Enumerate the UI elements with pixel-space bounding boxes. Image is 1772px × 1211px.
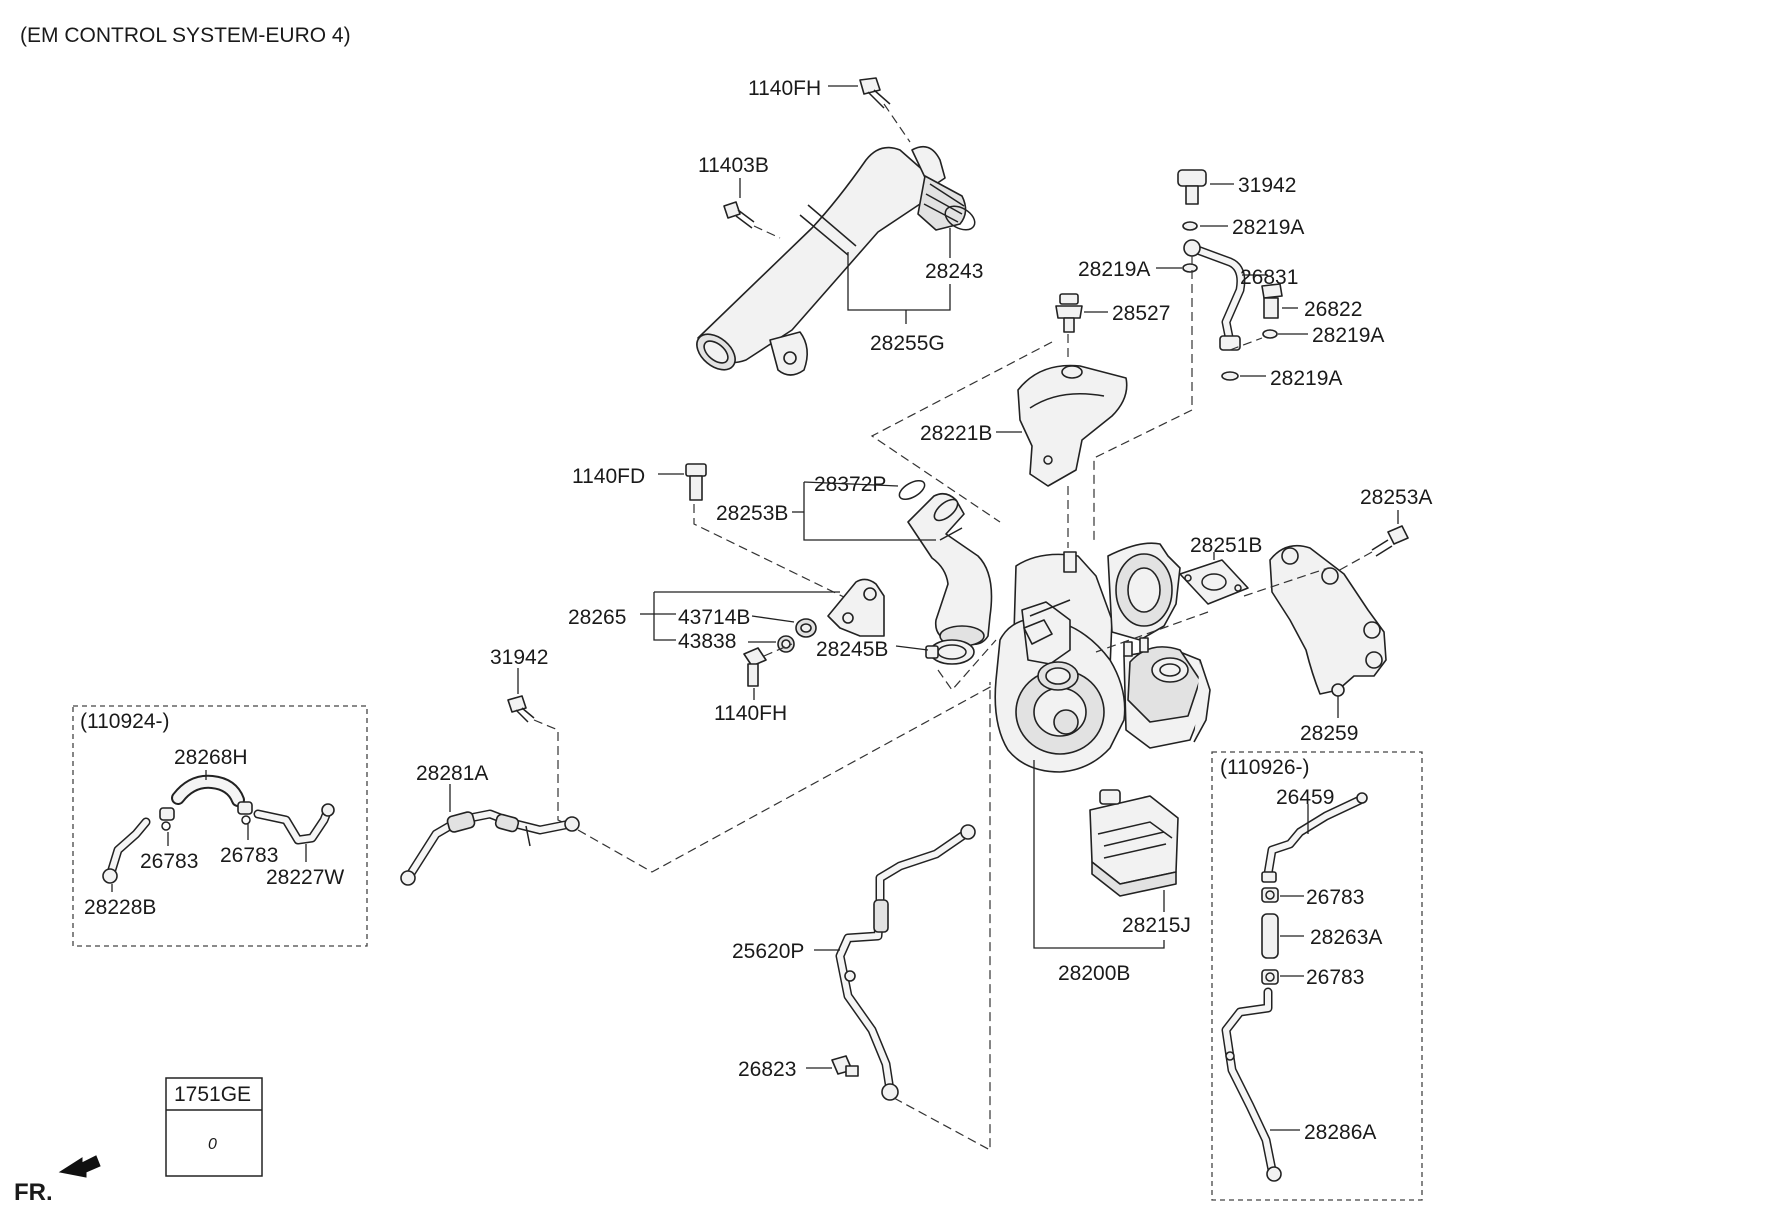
variant-box-110926 — [1211, 751, 1423, 1201]
clamp-26783-left-1 — [159, 807, 175, 831]
label-28281a: 28281A — [416, 762, 488, 785]
hose-28263a — [1261, 913, 1279, 959]
label-43714b: 43714B — [678, 606, 750, 629]
pipe-28228b — [102, 817, 151, 884]
washer-28219a-4 — [1221, 371, 1239, 381]
actuator-28215j — [1089, 789, 1179, 897]
heat-shield-28221b — [1017, 364, 1128, 487]
hose-28268h — [171, 774, 245, 807]
label-43838: 43838 — [678, 630, 736, 653]
bolt-28527 — [1055, 293, 1083, 333]
label-25620p: 25620P — [732, 940, 804, 963]
gasket-28251b — [1179, 559, 1249, 605]
legend-code: 1751GE — [174, 1083, 251, 1106]
label-28268h: 28268H — [174, 746, 248, 769]
bracket-28265 — [827, 578, 885, 637]
label-box-110926: (110926-) — [1220, 756, 1310, 779]
label-28251b: 28251B — [1190, 534, 1262, 557]
bolt-26823 — [831, 1055, 859, 1077]
label-26823: 26823 — [738, 1058, 796, 1081]
bolt-1140fh-top — [859, 77, 891, 109]
label-26831: 26831 — [1240, 266, 1298, 289]
bracket-28259 — [1269, 544, 1387, 697]
label-26783-right-2: 26783 — [1306, 966, 1364, 989]
clamp-26783-right-2 — [1261, 969, 1279, 985]
bolt-1140fd — [685, 463, 707, 501]
label-28255g: 28255G — [870, 332, 945, 355]
label-28259: 28259 — [1300, 722, 1358, 745]
label-28215j: 28215J — [1122, 914, 1191, 937]
label-28286a: 28286A — [1304, 1121, 1376, 1144]
bolt-11403b — [723, 201, 755, 229]
label-28221b: 28221B — [920, 422, 992, 445]
washer-28219a-2 — [1182, 263, 1198, 273]
clamp-26783-left-2 — [237, 801, 253, 825]
label-28219a-3: 28219A — [1312, 324, 1384, 347]
label-28219a-4: 28219A — [1270, 367, 1342, 390]
diagram-title: (EM CONTROL SYSTEM-EURO 4) — [20, 24, 351, 47]
bolt-26822 — [1261, 283, 1283, 319]
pipe-28286a — [1221, 987, 1282, 1182]
label-26459: 26459 — [1276, 786, 1334, 809]
variant-box-110924 — [72, 705, 368, 947]
oil-pipe-25620p — [835, 824, 976, 1101]
bolt-28253a — [1371, 525, 1409, 557]
label-28227w: 28227W — [266, 866, 344, 889]
front-marker-label: FR. — [14, 1179, 53, 1206]
label-28228b: 28228B — [84, 896, 156, 919]
label-box-110924: (110924-) — [80, 710, 170, 733]
label-28219a-1: 28219A — [1232, 216, 1304, 239]
label-28263a: 28263A — [1310, 926, 1382, 949]
label-28253a: 28253A — [1360, 486, 1432, 509]
label-28245b: 28245B — [816, 638, 888, 661]
clamp-26783-right-1 — [1261, 887, 1279, 903]
label-28527: 28527 — [1112, 302, 1170, 325]
label-28372p: 28372P — [814, 473, 886, 496]
banjo-bolt-31942-top — [1177, 169, 1207, 205]
turbocharger-28200b — [994, 542, 1211, 773]
label-28200b: 28200B — [1058, 962, 1130, 985]
label-11403b: 11403B — [698, 154, 769, 177]
o-ring-28372p — [898, 479, 926, 501]
label-28243: 28243 — [925, 260, 983, 283]
elbow-pipe-28253b — [907, 492, 993, 647]
intake-pipe-28255g — [696, 145, 976, 376]
label-26822: 26822 — [1304, 298, 1362, 321]
label-1140fd: 1140FD — [572, 465, 645, 488]
pipe-26459 — [1261, 792, 1368, 883]
bushing-43714b — [795, 618, 817, 638]
bolt-1140fh-mid — [743, 647, 767, 687]
label-26783-right-1: 26783 — [1306, 886, 1364, 909]
clamp-28245b — [925, 639, 975, 665]
return-pipe-28281a — [400, 809, 580, 886]
banjo-bolt-31942-mid — [507, 695, 535, 723]
label-28265: 28265 — [568, 606, 626, 629]
washer-28219a-1 — [1182, 221, 1198, 231]
front-direction-arrow-icon — [58, 1155, 101, 1178]
washer-28219a-3 — [1262, 329, 1278, 339]
legend-symbol: 0 — [208, 1136, 217, 1153]
label-31942-mid: 31942 — [490, 646, 548, 669]
label-26783-left-2: 26783 — [220, 844, 278, 867]
label-26783-left-1: 26783 — [140, 850, 198, 873]
label-1140fh-mid: 1140FH — [714, 702, 787, 725]
label-1140fh-top: 1140FH — [748, 77, 821, 100]
label-28219a-2: 28219A — [1078, 258, 1150, 281]
label-28253b: 28253B — [716, 502, 788, 525]
pipe-28227w — [253, 803, 335, 845]
legend-box-1751ge — [165, 1077, 263, 1177]
label-31942-top: 31942 — [1238, 174, 1296, 197]
